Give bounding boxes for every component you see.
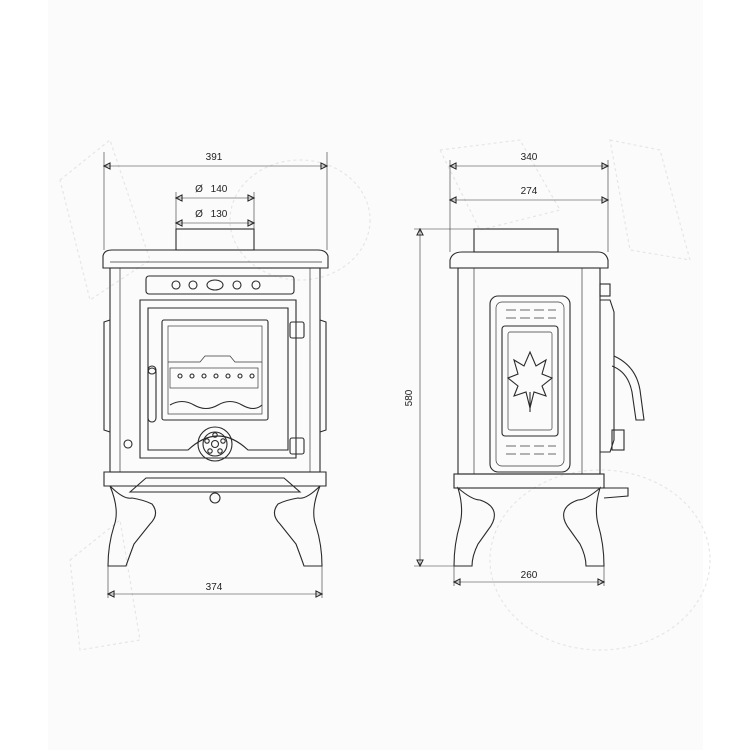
dim-label-274: 274 [521, 186, 538, 197]
side-flue-collar [473, 228, 559, 253]
background-watermark [59, 138, 711, 651]
dim-label-340: 340 [521, 152, 538, 163]
front-grate-bars [177, 373, 255, 379]
front-bolt [123, 439, 133, 449]
side-dimensions [414, 160, 610, 586]
side-body [457, 267, 601, 475]
front-right-side-panel [319, 319, 327, 433]
dim-label-374: 374 [206, 582, 223, 593]
dim-label-260: 260 [521, 570, 538, 581]
side-view [449, 228, 645, 567]
front-ash-knob [209, 492, 221, 504]
front-control-knobs [171, 279, 261, 291]
front-hinge-top [289, 321, 305, 339]
side-decor-panel [489, 295, 571, 473]
side-door-profile [600, 299, 615, 453]
front-door-glass [161, 319, 269, 421]
front-flue-collar [175, 228, 255, 251]
front-hinge-bottom [289, 437, 305, 455]
front-top-plate [102, 249, 329, 269]
side-top-latch [599, 283, 611, 297]
front-view [102, 228, 329, 567]
front-left-leg [107, 485, 157, 567]
dim-label-140: 140 [211, 184, 228, 195]
side-ash-lip [600, 487, 629, 499]
side-hinge [611, 429, 625, 451]
front-air-control-wheel [197, 426, 233, 462]
front-base-plate [103, 471, 327, 487]
dim-label-580: 580 [404, 389, 415, 406]
front-control-strip [145, 275, 295, 295]
drawing-sheet [48, 0, 703, 750]
dim-label-130: 130 [211, 209, 228, 220]
dim-label-391: 391 [206, 152, 223, 163]
front-left-side-panel [103, 319, 111, 433]
side-vent-slots [506, 309, 556, 455]
side-handle [611, 355, 645, 421]
side-top-plate [449, 251, 609, 269]
front-door-frame [139, 299, 297, 459]
front-door-handle [147, 367, 157, 423]
side-right-leg [563, 486, 605, 567]
front-ash-lip [128, 477, 302, 493]
front-dimensions [102, 152, 329, 598]
side-inset-frame [501, 325, 559, 437]
side-base-plate [453, 473, 605, 489]
side-left-leg [453, 486, 495, 567]
front-door [147, 307, 289, 451]
front-log-ledge [169, 400, 263, 410]
front-right-leg [273, 485, 323, 567]
dim-diameter-symbol-140: Ø [195, 184, 203, 195]
dim-diameter-symbol-130: Ø [195, 209, 203, 220]
